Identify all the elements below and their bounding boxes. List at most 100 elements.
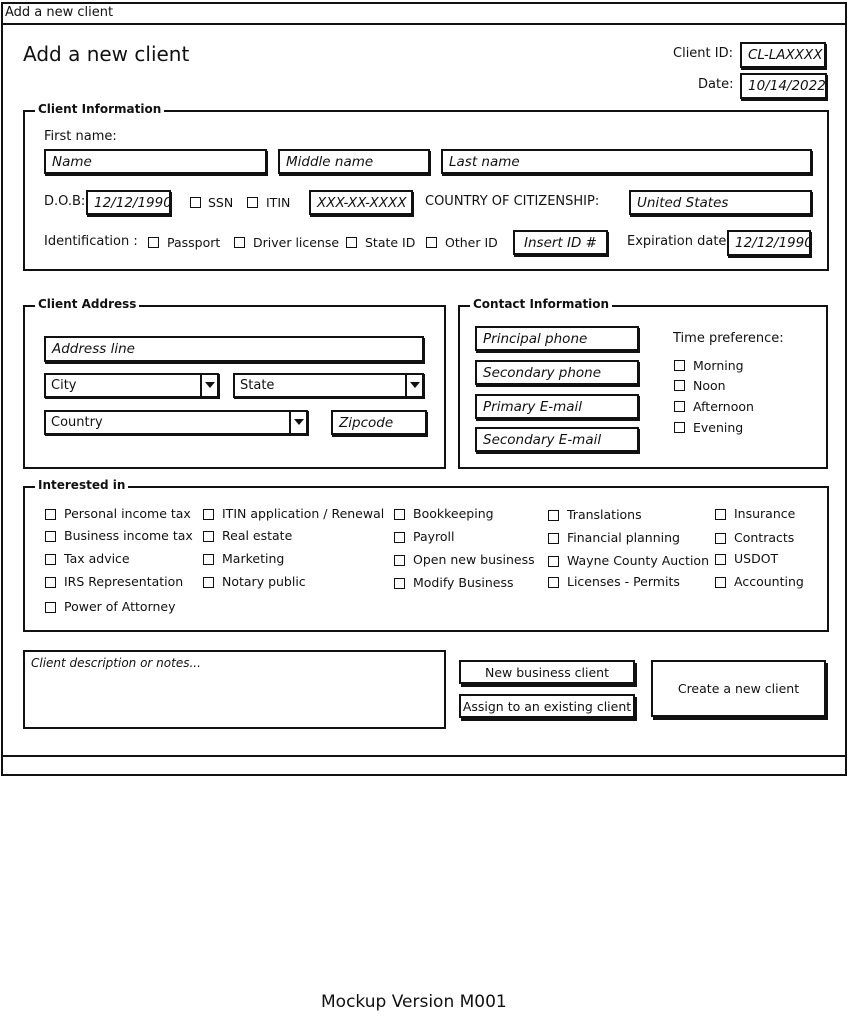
client-information-group [23,110,829,271]
middle-name-field[interactable]: Middle name [278,149,430,174]
interest-label: Open new business [413,552,535,567]
interest-label: Payroll [413,529,455,544]
noon-label: Noon [693,378,726,393]
state-select-value: State [240,378,275,393]
contact-information-legend: Contact Information [470,297,613,311]
app-window [1,2,847,776]
other-id-label: Other ID [445,235,498,250]
tax-id-number-field[interactable]: XXX-XX-XXXX [309,190,413,215]
client-notes-textarea[interactable]: Client description or notes... [23,650,446,729]
afternoon-checkbox[interactable] [674,401,685,412]
client-address-group [23,305,446,469]
interest-checkbox[interactable] [45,554,56,565]
country-select[interactable]: Country [44,410,308,435]
driver-license-checkbox[interactable] [234,237,245,248]
client-id-field[interactable]: CL-LAXXXX [740,42,826,68]
interest-label: Tax advice [64,551,130,566]
itin-label: ITIN [266,195,291,210]
driver-license-label: Driver license [253,235,340,250]
interest-label: Licenses - Permits [567,574,680,589]
city-select-value: City [51,378,77,393]
city-select[interactable]: City [44,373,219,398]
state-select[interactable]: State [233,373,424,398]
assign-existing-client-button[interactable]: Assign to an existing client [459,694,635,718]
interest-checkbox[interactable] [45,577,56,588]
secondary-email-field[interactable]: Secondary E-mail [475,427,639,452]
date-label: Date: [698,77,734,92]
first-name-field[interactable]: Name [44,149,267,174]
interest-checkbox[interactable] [394,578,405,589]
interested-in-legend: Interested in [35,478,129,492]
interest-checkbox[interactable] [394,555,405,566]
noon-checkbox[interactable] [674,380,685,391]
interest-checkbox[interactable] [394,532,405,543]
interest-label: Real estate [222,528,293,543]
interest-label: USDOT [734,551,779,566]
date-field[interactable]: 10/14/2022 [740,73,827,99]
interest-label: Translations [567,507,642,522]
interest-checkbox[interactable] [203,554,214,565]
interest-checkbox[interactable] [45,509,56,520]
address-line-field[interactable]: Address line [44,336,424,362]
interest-checkbox[interactable] [548,577,559,588]
interest-label: Business income tax [64,528,193,543]
interest-checkbox[interactable] [203,509,214,520]
interest-checkbox[interactable] [203,531,214,542]
insert-id-field[interactable]: Insert ID # [513,230,608,255]
state-id-checkbox[interactable] [346,237,357,248]
principal-phone-field[interactable]: Principal phone [475,326,639,351]
contact-information-group [458,305,828,469]
interest-checkbox[interactable] [45,531,56,542]
create-client-button[interactable]: Create a new client [651,660,826,717]
country-select-value: Country [51,415,103,430]
interest-checkbox[interactable] [203,577,214,588]
interest-checkbox[interactable] [548,533,559,544]
interest-checkbox[interactable] [548,510,559,521]
chevron-down-icon [405,375,422,396]
citizenship-field[interactable]: United States [629,190,812,215]
interested-in-group [23,486,829,632]
passport-checkbox[interactable] [148,237,159,248]
other-id-checkbox[interactable] [426,237,437,248]
new-business-client-label: New business client [484,665,610,680]
interest-checkbox[interactable] [715,509,726,520]
primary-email-field[interactable]: Primary E-mail [475,394,639,419]
interest-label: Insurance [734,506,796,521]
interest-label: Contracts [734,530,795,545]
identification-label: Identification : [44,234,138,249]
afternoon-label: Afternoon [693,399,754,414]
interest-label: Accounting [734,574,804,589]
assign-existing-client-label: Assign to an existing client [462,699,632,714]
zipcode-field[interactable]: Zipcode [331,410,427,435]
dob-field[interactable]: 12/12/1990 [86,190,171,215]
interest-checkbox[interactable] [548,556,559,567]
interest-label: Wayne County Auction [567,553,709,568]
morning-checkbox[interactable] [674,360,685,371]
evening-checkbox[interactable] [674,422,685,433]
evening-label: Evening [693,420,744,435]
morning-label: Morning [693,358,744,373]
window-titlebar: Add a new client [1,2,847,25]
new-business-client-button[interactable]: New business client [459,660,635,684]
first-name-label: First name: [44,129,117,144]
interest-checkbox[interactable] [715,554,726,565]
interest-checkbox[interactable] [45,602,56,613]
interest-label: Financial planning [567,530,680,545]
interest-checkbox[interactable] [394,509,405,520]
status-bar-divider [1,755,847,757]
interest-label: Notary public [222,574,306,589]
interest-label: Bookkeeping [413,506,494,521]
last-name-field[interactable]: Last name [441,149,812,174]
chevron-down-icon [200,375,217,396]
interest-checkbox[interactable] [715,533,726,544]
client-id-label: Client ID: [673,46,733,61]
interest-label: Personal income tax [64,506,191,521]
expiration-date-field[interactable]: 12/12/1990 [727,230,811,256]
dob-label: D.O.B: [44,194,86,209]
secondary-phone-field[interactable]: Secondary phone [475,360,639,385]
itin-checkbox[interactable] [247,197,258,208]
interest-checkbox[interactable] [715,577,726,588]
ssn-checkbox[interactable] [190,197,201,208]
page-title: Add a new client [23,42,190,66]
mockup-version-caption: Mockup Version M001 [321,992,507,1012]
